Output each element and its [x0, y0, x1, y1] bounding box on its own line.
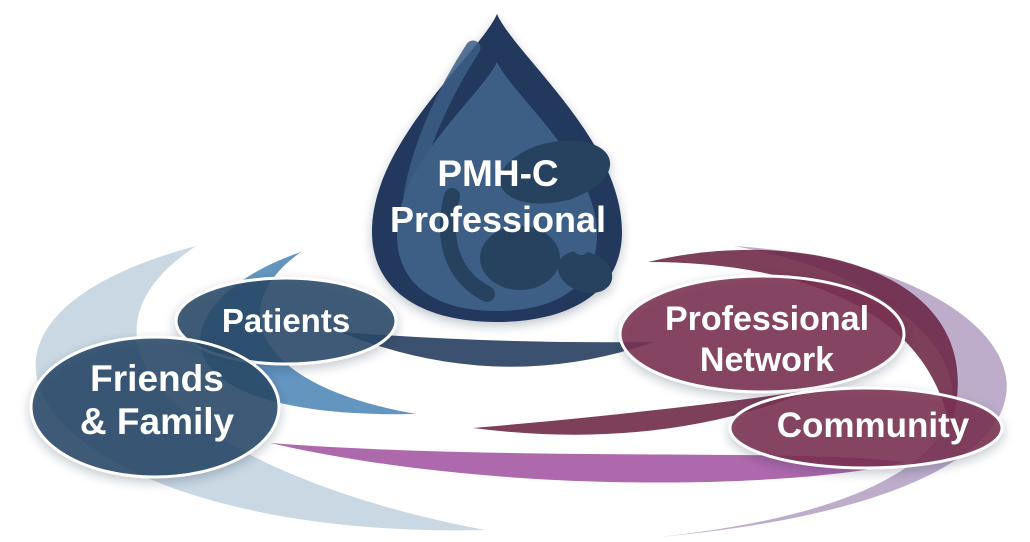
professional-network-label-line2: Network — [700, 341, 834, 379]
ripple-navy-arc — [340, 332, 654, 367]
patients-oval — [174, 276, 398, 366]
community-oval — [728, 386, 1004, 470]
swirl-light-dot — [573, 239, 589, 255]
professional-network-label-line1: Professional — [665, 300, 869, 338]
node-community: Community — [728, 386, 1004, 470]
friends-family-oval — [29, 335, 281, 479]
swirl-blob-right — [557, 250, 613, 294]
droplet-label-line1: PMH-C — [437, 153, 558, 194]
droplet-highlight-streak — [403, 40, 481, 204]
swirl-tail — [439, 188, 495, 302]
node-professional-network: Professional Network — [618, 274, 906, 394]
professional-network-oval — [618, 274, 906, 394]
droplet-label-line2: Professional — [390, 199, 606, 240]
droplet: PMH-C Professional — [372, 14, 622, 322]
friends-family-label-line2: & Family — [80, 401, 235, 442]
ripple-maroon-upper-arc — [648, 249, 958, 430]
node-patients: Patients — [174, 276, 398, 366]
patients-label: Patients — [222, 302, 350, 339]
swirl-blob-center — [480, 226, 560, 290]
node-friends-family: Friends & Family — [29, 335, 281, 479]
droplet-swirl-art — [439, 140, 613, 302]
friends-family-label-line1: Friends — [90, 358, 224, 399]
swirl-blob-small — [551, 181, 583, 201]
community-label: Community — [777, 406, 970, 445]
ripple-maroon-lower-arc — [473, 390, 812, 435]
ripple-magenta-arc — [270, 443, 905, 483]
